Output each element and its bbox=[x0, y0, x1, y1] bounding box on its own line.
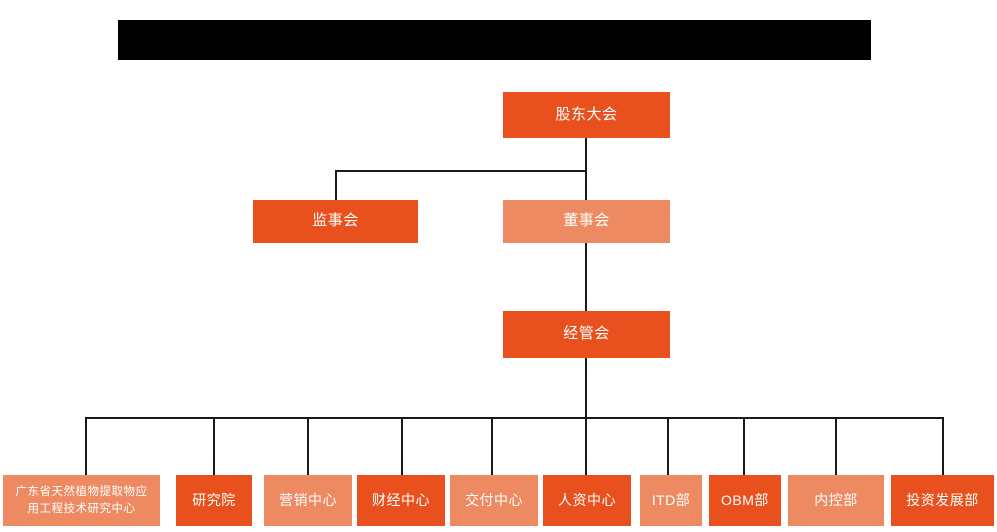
connector-drop-delivery bbox=[491, 417, 493, 475]
connector-drop-institute bbox=[213, 417, 215, 475]
org-node-hr-label: 人资中心 bbox=[558, 491, 616, 508]
org-node-itd[interactable]: ITD部 bbox=[640, 475, 702, 526]
org-node-research-center[interactable]: 广东省天然植物提取物应 用工程技术研究中心 bbox=[3, 475, 160, 526]
connector-directors-to-management bbox=[585, 243, 587, 311]
org-node-supervisors[interactable]: 监事会 bbox=[253, 200, 418, 243]
org-node-internal-control-label: 内控部 bbox=[814, 491, 858, 508]
org-node-shareholders-label: 股东大会 bbox=[555, 105, 618, 123]
org-node-finance-label: 财经中心 bbox=[372, 491, 430, 508]
org-node-institute[interactable]: 研究院 bbox=[176, 475, 252, 526]
org-node-delivery[interactable]: 交付中心 bbox=[450, 475, 538, 526]
connector-drop-hr bbox=[585, 417, 587, 475]
connector-department-bus-bar bbox=[85, 417, 944, 419]
connector-drop-obm bbox=[743, 417, 745, 475]
connector-drop-marketing bbox=[307, 417, 309, 475]
connector-drop-internal-control bbox=[835, 417, 837, 475]
org-node-research-center-line2: 用工程技术研究中心 bbox=[27, 502, 136, 515]
org-node-supervisors-label: 监事会 bbox=[312, 212, 359, 230]
org-node-research-center-line1: 广东省天然植物提取物应 bbox=[15, 485, 148, 498]
org-node-marketing-label: 营销中心 bbox=[279, 491, 337, 508]
org-node-itd-label: ITD部 bbox=[651, 491, 691, 508]
connector-drop-research-center bbox=[85, 417, 87, 475]
connector-supervisors-drop bbox=[335, 170, 337, 200]
org-node-directors-label: 董事会 bbox=[563, 212, 610, 230]
org-node-finance[interactable]: 财经中心 bbox=[357, 475, 445, 526]
org-node-management-label: 经管会 bbox=[563, 325, 610, 343]
org-node-directors[interactable]: 董事会 bbox=[503, 200, 670, 243]
connector-drop-investment bbox=[942, 417, 944, 475]
connector-shareholders-stem bbox=[585, 138, 587, 216]
org-node-marketing[interactable]: 营销中心 bbox=[264, 475, 352, 526]
org-node-obm[interactable]: OBM部 bbox=[709, 475, 781, 526]
connector-drop-itd bbox=[667, 417, 669, 475]
connector-drop-finance bbox=[401, 417, 403, 475]
connector-management-stem bbox=[585, 358, 587, 419]
org-node-delivery-label: 交付中心 bbox=[465, 491, 523, 508]
connector-shareholders-to-supervisors-horizontal bbox=[335, 170, 587, 172]
org-node-shareholders[interactable]: 股东大会 bbox=[503, 92, 670, 138]
org-node-internal-control[interactable]: 内控部 bbox=[788, 475, 884, 526]
org-node-obm-label: OBM部 bbox=[721, 491, 769, 508]
org-node-management[interactable]: 经管会 bbox=[503, 311, 670, 358]
redacted-title-banner bbox=[118, 20, 871, 60]
org-node-investment[interactable]: 投资发展部 bbox=[891, 475, 994, 526]
org-node-hr[interactable]: 人资中心 bbox=[543, 475, 631, 526]
org-node-investment-label: 投资发展部 bbox=[906, 491, 979, 508]
org-node-institute-label: 研究院 bbox=[192, 491, 236, 508]
org-node-research-center-label: 广东省天然植物提取物应 用工程技术研究中心 bbox=[3, 484, 160, 517]
